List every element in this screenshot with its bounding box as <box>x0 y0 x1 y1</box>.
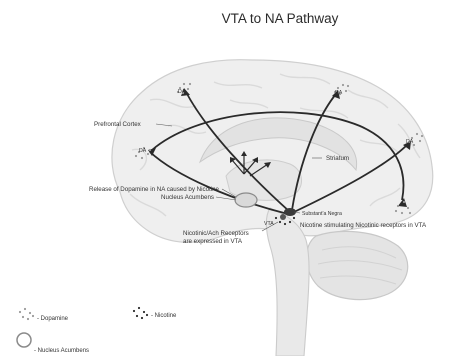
legend-nucleus-acumbens-label: - Nucleus Acumbens <box>34 348 89 354</box>
legend: - Dopamine - Nicotine - Nucleus Acumbens <box>17 307 177 354</box>
label-nucleus-acumbens: Nucleus Acumbens <box>161 194 214 201</box>
cerebellum <box>306 231 407 299</box>
legend-nucleus-acumbens-swatch <box>17 333 31 347</box>
label-da-prefrontal: DA <box>139 148 147 154</box>
legend-dopamine-swatch <box>19 308 34 320</box>
label-prefrontal-cortex: Prefrontal Cortex <box>94 121 142 128</box>
nucleus-acumbens <box>235 193 257 207</box>
label-da-parietal: DA <box>335 90 343 96</box>
label-substantia-nigra: Substant'a Negra <box>302 211 342 217</box>
label-da-frontal: DA <box>178 89 186 95</box>
legend-nicotine-label: - Nicotine <box>151 313 177 319</box>
legend-dopamine-label: - Dopamine <box>37 316 69 322</box>
label-da-occipital: DA <box>406 139 414 145</box>
legend-nicotine-swatch <box>133 307 148 319</box>
vta <box>280 214 286 220</box>
diagram-title: VTA to NA Pathway <box>222 11 339 26</box>
label-release-of-dopamine: Release of Dopamine in NA caused by Nico… <box>89 186 220 193</box>
label-vta: VTA <box>264 221 274 227</box>
label-striatum: Striatum <box>326 155 349 162</box>
label-nicotinic-receptors-line2: are expressed in VTA <box>183 238 243 245</box>
label-nicotine-stimulating: Nicotine stimulating Nicotinic receptors… <box>300 222 427 229</box>
label-nicotinic-receptors-line1: Nicotinic/Ach Receptors <box>183 230 249 237</box>
